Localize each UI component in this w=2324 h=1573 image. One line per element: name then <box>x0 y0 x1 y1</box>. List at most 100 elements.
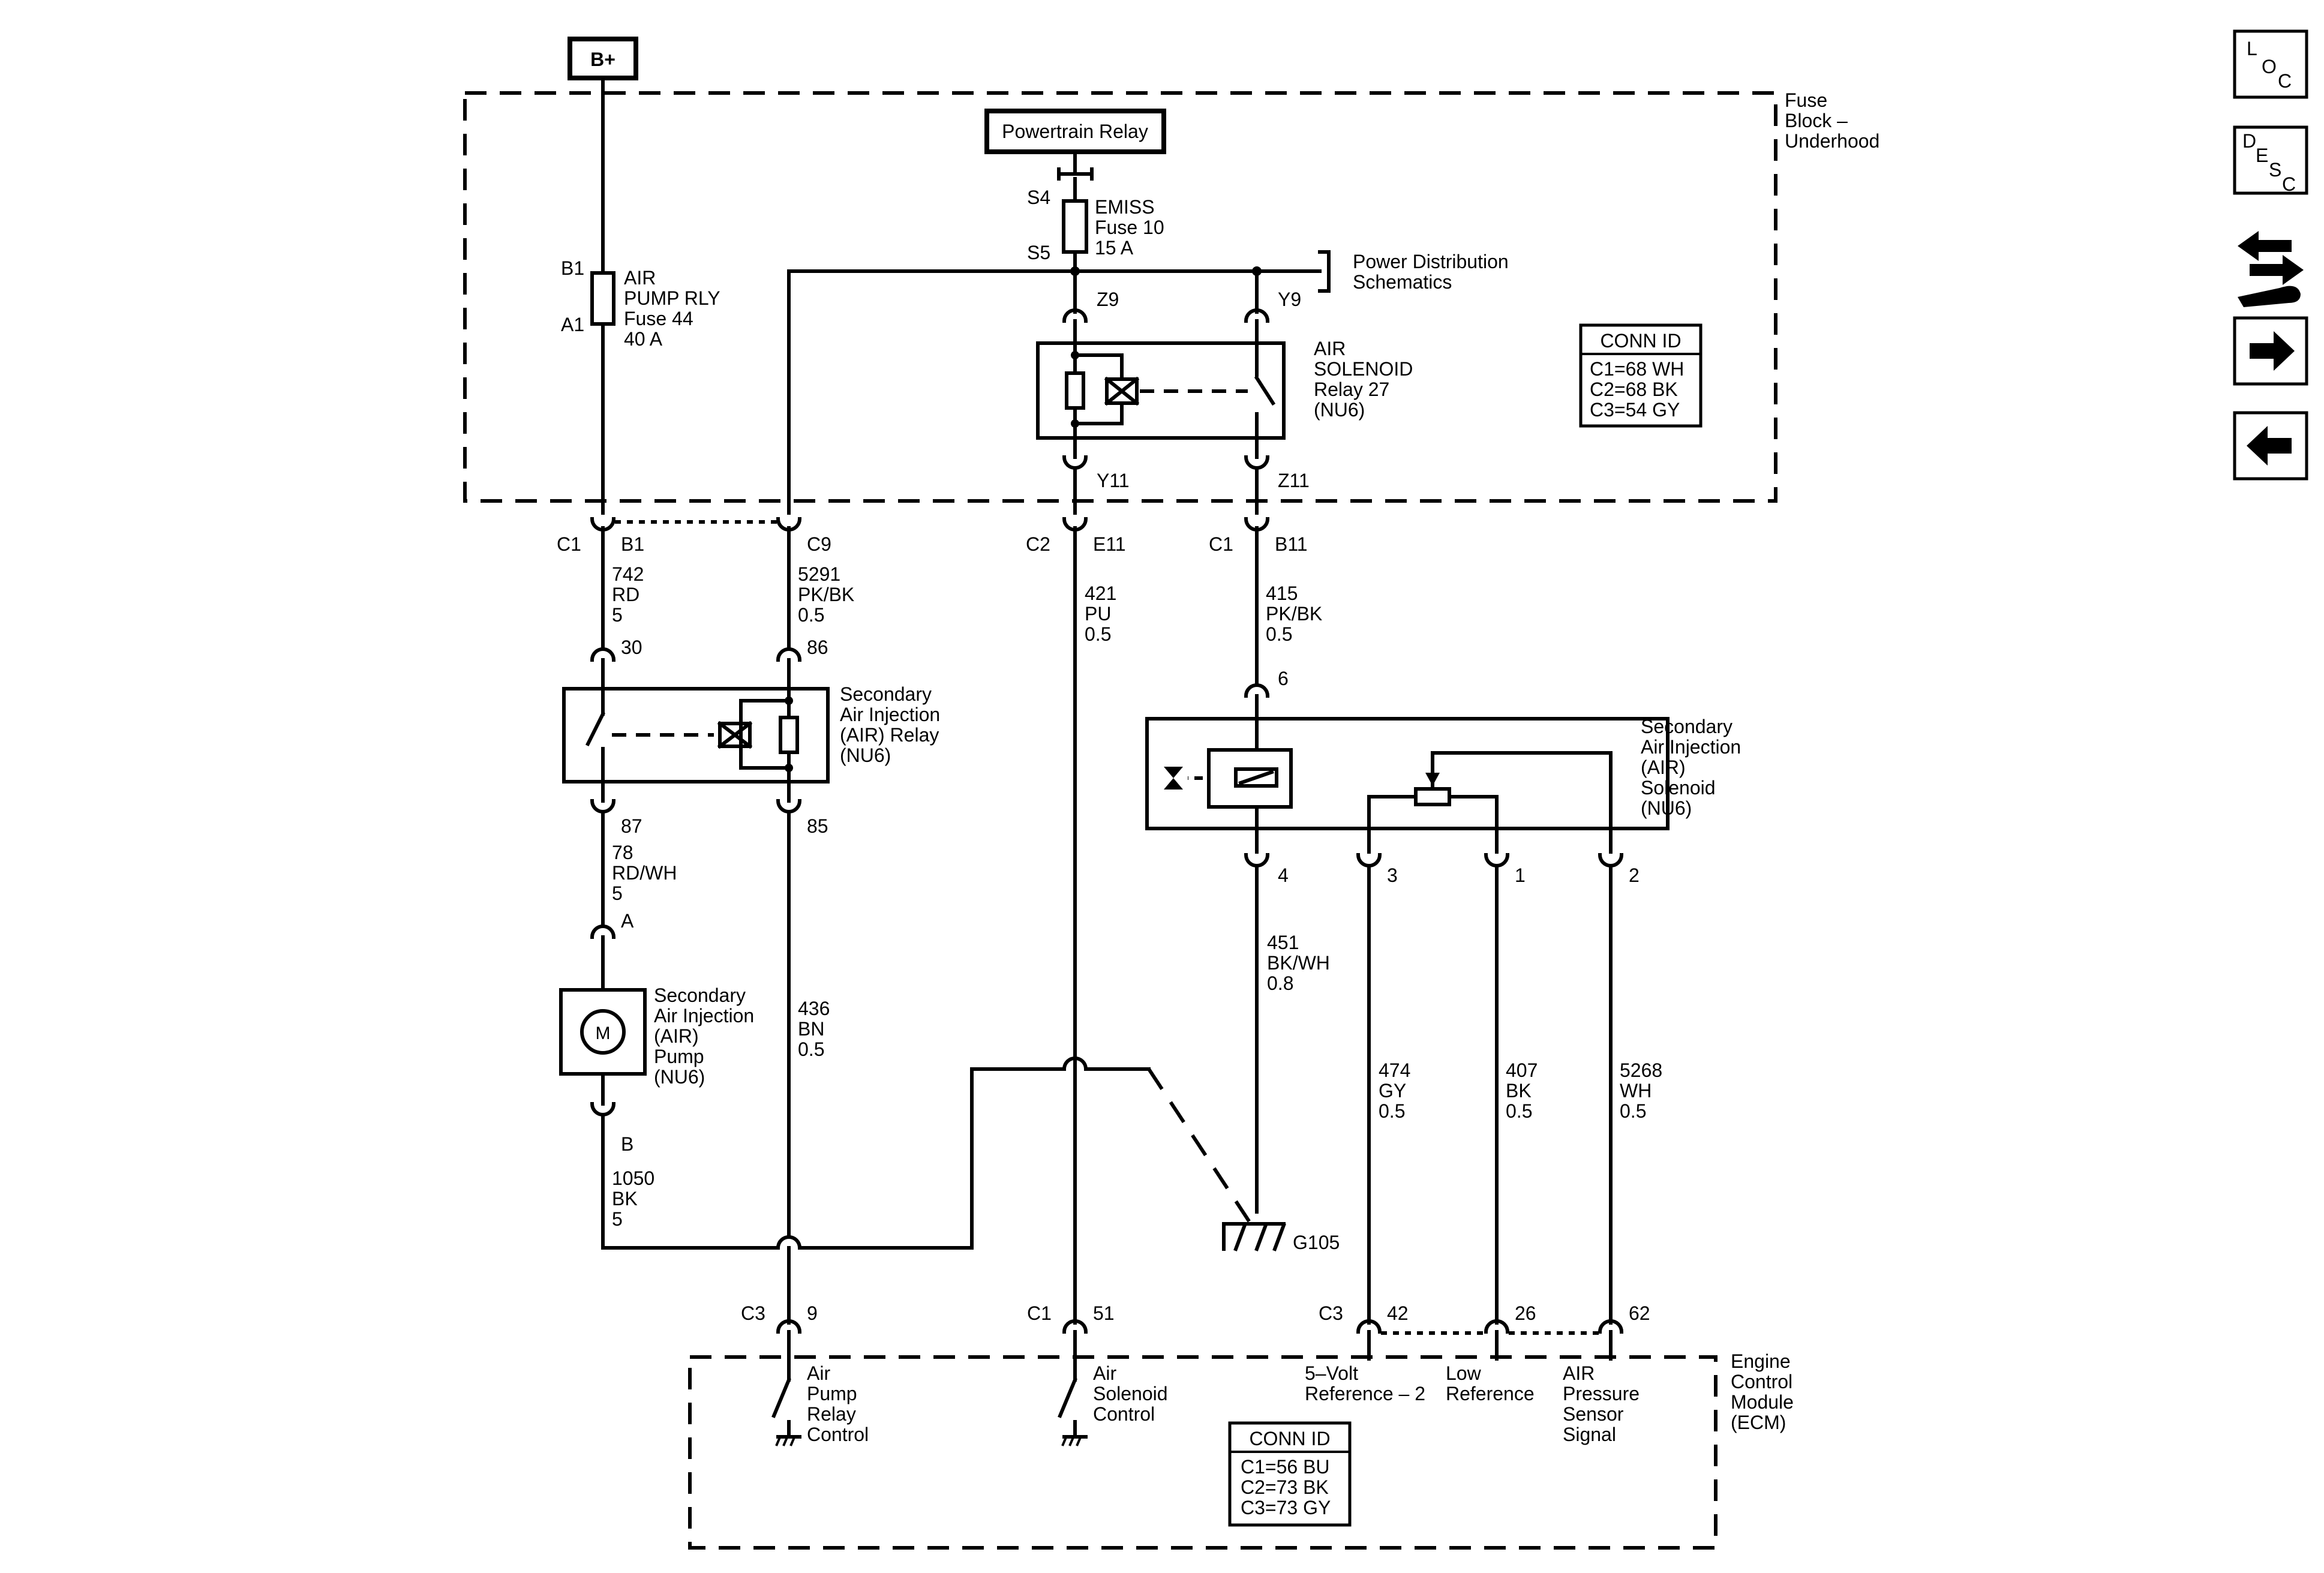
air-relay-pin-30: 30 <box>621 637 642 658</box>
ecm-sig-pressure-4: Signal <box>1563 1424 1616 1445</box>
relay27-pin-z11: Z11 <box>1278 470 1310 491</box>
svg-text:WH: WH <box>1620 1080 1652 1101</box>
ecm-pin-62: 62 <box>1629 1302 1650 1324</box>
conn-id-ecm-c1: C1=56 BU <box>1241 1456 1330 1478</box>
conn-id-fuse-c3: C3=54 GY <box>1590 399 1680 421</box>
solenoid-pin-3: 3 <box>1387 864 1398 886</box>
conn-c2: C2 <box>1026 533 1050 555</box>
solenoid-label-2: Air Injection <box>1641 736 1741 758</box>
air-relay-label-1: Secondary <box>840 683 932 705</box>
air-pump-pin-b: B <box>621 1133 633 1155</box>
svg-text:78: 78 <box>612 842 633 863</box>
svg-text:BN: BN <box>798 1018 824 1040</box>
next-button[interactable] <box>2233 316 2308 386</box>
loc-letter-o: O <box>2262 56 2277 77</box>
svg-text:0.5: 0.5 <box>1506 1100 1532 1122</box>
fuse44-bottom-pin: A1 <box>561 314 584 335</box>
svg-text:BK: BK <box>1506 1080 1532 1101</box>
desc-letter-c: C <box>2282 173 2296 195</box>
desc-button[interactable]: D E S C <box>2233 125 2308 195</box>
solenoid-pin-1: 1 <box>1515 864 1526 886</box>
ecm-sig-pump-1: Air <box>807 1362 830 1384</box>
ecm-conn-c3-right: C3 <box>1319 1302 1343 1324</box>
ecm-pin-26: 26 <box>1515 1302 1536 1324</box>
conn-id-fuse-title: CONN ID <box>1600 330 1681 352</box>
svg-text:5: 5 <box>612 882 623 904</box>
ecm-label-1: Engine <box>1731 1350 1791 1372</box>
svg-text:PK/BK: PK/BK <box>798 584 854 605</box>
ecm-sig-solenoid-1: Air <box>1093 1362 1116 1384</box>
ecm-sig-pressure-1: AIR <box>1563 1362 1595 1384</box>
svg-text:0.5: 0.5 <box>798 604 824 626</box>
ecm-sig-pump-3: Relay <box>807 1403 856 1425</box>
relay27-label-4: (NU6) <box>1314 399 1365 421</box>
ecm-sig-low-1: Low <box>1446 1362 1482 1384</box>
svg-text:PU: PU <box>1085 603 1111 625</box>
air-relay-pin-85: 85 <box>807 815 828 837</box>
relay27-pin-y9: Y9 <box>1278 289 1301 310</box>
fuse44-label-3: Fuse 44 <box>624 308 693 329</box>
solenoid-pin-2: 2 <box>1629 864 1640 886</box>
svg-text:407: 407 <box>1506 1059 1538 1081</box>
ecm-label-4: (ECM) <box>1731 1412 1786 1433</box>
wire-436-label: 436 BN 0.5 <box>798 998 830 1060</box>
ecm-pin-9: 9 <box>807 1302 818 1324</box>
air-pump-motor: M <box>596 1023 611 1043</box>
solenoid-pin-4: 4 <box>1278 864 1289 886</box>
ecm-sig-5v-2: Reference – 2 <box>1305 1383 1425 1404</box>
ecm-sig-5v-1: 5–Volt <box>1305 1362 1358 1384</box>
wire-415-label: 415 PK/BK 0.5 <box>1266 583 1322 645</box>
wire-407-label: 407 BK 0.5 <box>1506 1059 1538 1122</box>
svg-text:RD: RD <box>612 584 639 605</box>
svg-text:415: 415 <box>1266 583 1298 604</box>
svg-text:0.5: 0.5 <box>1620 1100 1646 1122</box>
ecm-conn-c1: C1 <box>1027 1302 1052 1324</box>
service-tools-icon[interactable] <box>2238 231 2304 307</box>
fuse-10 <box>1062 199 1088 254</box>
air-relay-label-3: (AIR) Relay <box>840 724 939 746</box>
ecm-solenoid-driver <box>1058 1357 1088 1446</box>
svg-text:451: 451 <box>1267 932 1299 953</box>
svg-text:0.5: 0.5 <box>1266 623 1292 645</box>
ecm-label-3: Module <box>1731 1391 1794 1413</box>
powertrain-relay-label: Powertrain Relay <box>1002 121 1148 142</box>
fuse10-top-pin: S4 <box>1027 187 1050 208</box>
svg-text:0.5: 0.5 <box>1379 1100 1405 1122</box>
relay27-pin-z9: Z9 <box>1097 289 1119 310</box>
fuse-block-label-3: Underhood <box>1785 130 1879 152</box>
previous-button[interactable] <box>2233 411 2308 481</box>
conn-b1: B1 <box>621 533 644 555</box>
ecm-sig-solenoid-2: Solenoid <box>1093 1383 1168 1404</box>
wire-78-label: 78 RD/WH 5 <box>612 842 677 904</box>
svg-text:1050: 1050 <box>612 1167 654 1189</box>
ecm-sig-pressure-3: Sensor <box>1563 1403 1624 1425</box>
svg-text:5: 5 <box>612 1208 623 1230</box>
ecm-sig-pump-2: Pump <box>807 1383 857 1404</box>
wire-421-label: 421 PU 0.5 <box>1085 583 1116 645</box>
relay27-label-3: Relay 27 <box>1314 379 1389 400</box>
relay27-label-2: SOLENOID <box>1314 358 1413 380</box>
ecm-boundary <box>688 1355 1718 1550</box>
fuse10-label-3: 15 A <box>1095 237 1134 259</box>
fuse44-label-1: AIR <box>624 267 656 289</box>
ecm-pump-driver <box>771 1357 801 1446</box>
fuse10-label-2: Fuse 10 <box>1095 217 1164 238</box>
conn-c1-right: C1 <box>1209 533 1233 555</box>
fuse-block-label-1: Fuse <box>1785 89 1827 111</box>
arrow-left-icon <box>2247 426 2292 466</box>
svg-text:BK/WH: BK/WH <box>1267 952 1330 974</box>
ecm-sig-pump-4: Control <box>807 1424 869 1445</box>
loc-letter-c: C <box>2278 70 2292 92</box>
air-relay-pin-86: 86 <box>807 637 828 658</box>
air-relay-label-2: Air Injection <box>840 704 940 725</box>
fuse44-top-pin: B1 <box>561 257 584 279</box>
conn-id-ecm-title: CONN ID <box>1249 1428 1330 1449</box>
air-pump <box>559 988 647 1076</box>
svg-text:436: 436 <box>798 998 830 1019</box>
loc-button[interactable]: L O C <box>2233 29 2308 99</box>
solenoid-label-4: Solenoid <box>1641 777 1716 798</box>
ecm-sig-low-2: Reference <box>1446 1383 1535 1404</box>
svg-text:474: 474 <box>1379 1059 1410 1081</box>
ecm-pin-51: 51 <box>1093 1302 1115 1324</box>
